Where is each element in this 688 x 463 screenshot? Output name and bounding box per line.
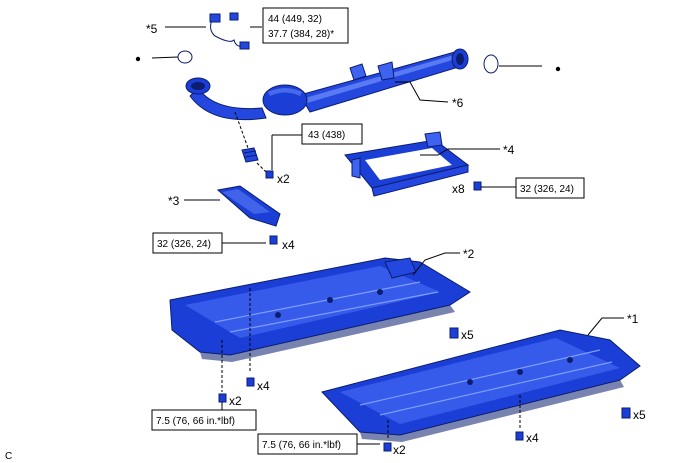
- qty-cover2-clip: x5: [461, 328, 474, 342]
- rear-under-cover: [321, 329, 641, 442]
- torque-box-pipe-bolt: 43 (438): [301, 123, 363, 145]
- cover1-bolt-icon: [515, 431, 524, 441]
- cover2-bolt-icon: [246, 377, 255, 387]
- torque-bracket: 32 (326, 24): [520, 184, 574, 195]
- torque-box-bracket: 32 (326, 24): [515, 177, 585, 199]
- qty-cover1-clip: x5: [633, 408, 646, 422]
- cover2-screw-icon: [218, 393, 227, 403]
- reference-dot-left: [135, 56, 141, 62]
- qty-cover1-screw: x2: [393, 443, 406, 457]
- cover2-clip-icon: [449, 327, 459, 339]
- callout-3: *3: [168, 194, 180, 208]
- reference-dot-right: [555, 66, 561, 72]
- cover1-clip-icon: [621, 407, 631, 419]
- qty-brace: x4: [282, 238, 295, 252]
- qty-cover2-bolt: x4: [257, 379, 270, 393]
- brace: [216, 185, 281, 227]
- qty-bracket: x8: [452, 182, 465, 196]
- gasket-rear: [483, 54, 499, 74]
- engine-under-cover: [169, 257, 471, 362]
- torque-sensor-line1: 44 (449, 32): [268, 14, 322, 25]
- pipe-bolt-with-spring: [234, 111, 274, 179]
- torque-box-sensor: 44 (449, 32) 37.7 (384, 28)*: [262, 7, 349, 44]
- callout-5: *5: [146, 22, 158, 36]
- corner-code: C: [5, 451, 12, 462]
- qty-cover1-bolt: x4: [526, 431, 539, 445]
- callout-4: *4: [503, 143, 515, 157]
- qty-cover2-screw: x2: [229, 394, 242, 408]
- torque-cover-front: 7.5 (76, 66 in.*lbf): [156, 416, 235, 427]
- brace-bolt-icon: [269, 235, 278, 245]
- torque-brace: 32 (326, 24): [157, 239, 211, 250]
- torque-box-cover-front: 7.5 (76, 66 in.*lbf): [151, 409, 257, 431]
- gasket-front: [177, 50, 193, 64]
- qty-pipe-bolt: x2: [277, 172, 290, 186]
- bracket-bolt-icon: [473, 181, 482, 191]
- oxygen-sensor: [209, 12, 250, 50]
- exhaust-front-pipe: [185, 48, 469, 121]
- torque-box-cover-rear: 7.5 (76, 66 in.*lbf): [257, 433, 358, 455]
- floor-bracket: [344, 131, 470, 197]
- torque-sensor-line2: 37.7 (384, 28)*: [268, 29, 334, 40]
- callout-2: *2: [463, 247, 475, 261]
- torque-pipe-bolt: 43 (438): [308, 130, 345, 141]
- torque-box-brace: 32 (326, 24): [152, 232, 223, 254]
- callout-6: *6: [452, 96, 464, 110]
- torque-cover-rear: 7.5 (76, 66 in.*lbf): [262, 440, 341, 451]
- cover1-screw-icon: [383, 442, 392, 452]
- callout-1: *1: [627, 312, 639, 326]
